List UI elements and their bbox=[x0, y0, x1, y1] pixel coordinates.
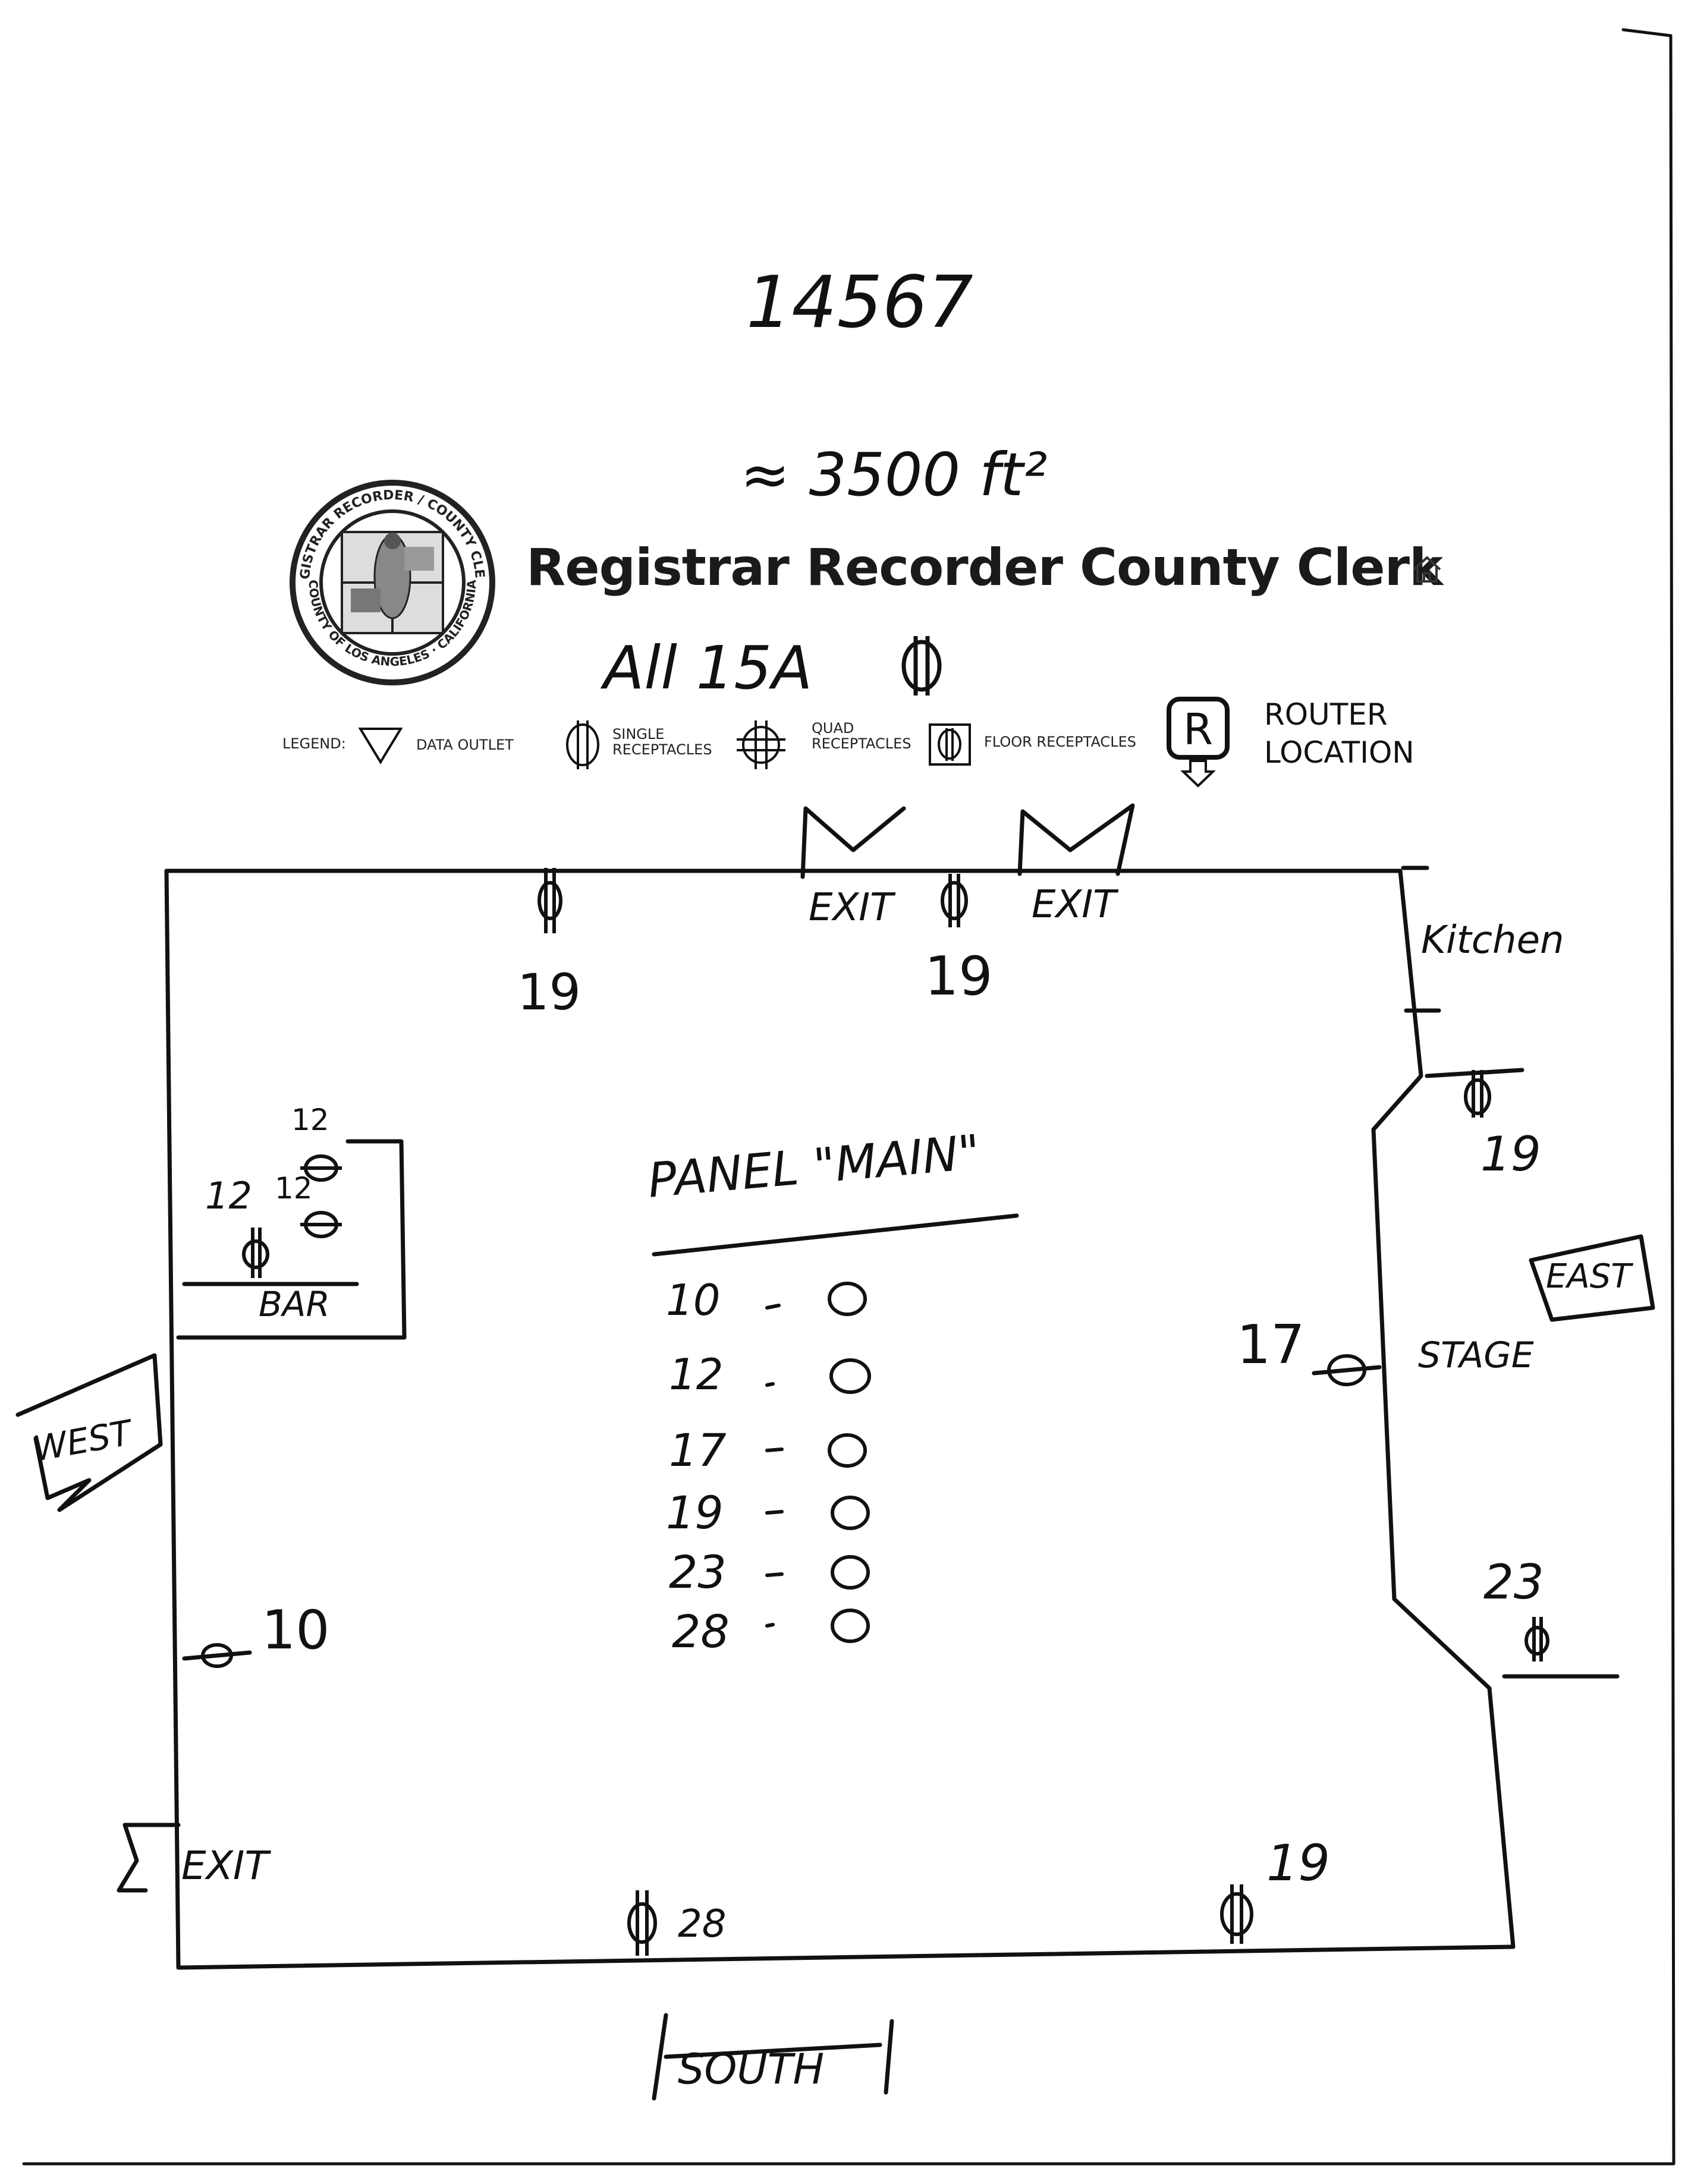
router-symbol: R bbox=[1183, 704, 1213, 754]
bar-label: BAR bbox=[259, 1284, 330, 1324]
legend-label: LEGEND: bbox=[282, 735, 346, 752]
label-east-low: 23 bbox=[1483, 1554, 1544, 1610]
single-receptacle-icon bbox=[901, 636, 942, 696]
legend-data-outlet: DATA OUTLET bbox=[416, 737, 514, 753]
label-top-center: 19 bbox=[925, 945, 993, 1008]
bar-counter bbox=[176, 1139, 407, 1340]
legend-router-line1: ROUTER bbox=[1264, 697, 1388, 732]
label-south-19: 19 bbox=[1266, 1834, 1330, 1892]
label-bar-3: 12 bbox=[275, 1171, 313, 1206]
floor-receptacle-icon bbox=[929, 723, 971, 766]
outlet-west-wall bbox=[201, 1643, 233, 1668]
panel-dashes bbox=[765, 1304, 784, 1628]
exit-top-left: EXIT bbox=[809, 886, 894, 930]
panel-circuit: 17 bbox=[669, 1424, 727, 1477]
agency-seal: REGISTRAR RECORDER / COUNTY CLERK COUNTY… bbox=[285, 476, 495, 685]
outlet-kitchen bbox=[1464, 1070, 1491, 1118]
panel-circles bbox=[828, 1282, 871, 1643]
east-label: EAST bbox=[1546, 1257, 1632, 1296]
label-south-28: 28 bbox=[678, 1902, 727, 1946]
label-stage: 17 bbox=[1237, 1314, 1305, 1376]
data-outlet-icon bbox=[358, 728, 403, 764]
exit-left: EXIT bbox=[181, 1843, 269, 1889]
exit-top-right: EXIT bbox=[1032, 883, 1117, 927]
west-sign bbox=[15, 1353, 163, 1512]
router-icon: R bbox=[1167, 697, 1230, 788]
quad-receptacle-icon bbox=[737, 720, 785, 769]
label-kitchen: 19 bbox=[1480, 1126, 1541, 1182]
panel-circuit: 19 bbox=[666, 1486, 724, 1539]
outlet-south-19 bbox=[1220, 1884, 1253, 1944]
single-receptacle-icon bbox=[566, 720, 599, 769]
outlet-south-28 bbox=[627, 1890, 657, 1956]
outlet-east-low bbox=[1524, 1617, 1549, 1661]
label-west-wall: 10 bbox=[262, 1599, 330, 1661]
panel-circuit: 23 bbox=[669, 1546, 727, 1598]
legend-quad: QUAD RECEPTACLES bbox=[812, 720, 911, 752]
home-icon bbox=[1413, 556, 1441, 583]
room-wall bbox=[164, 868, 1516, 1970]
circuit-note: All 15A bbox=[603, 633, 813, 703]
south-label: SOUTH bbox=[678, 2045, 825, 2094]
label-top-wall: 19 bbox=[517, 963, 581, 1021]
panel-circuit: 28 bbox=[672, 1605, 730, 1658]
label-bar-1: 12 bbox=[291, 1103, 329, 1137]
legend-floor: FLOOR RECEPTACLES bbox=[984, 734, 1136, 750]
doc-number: 14567 bbox=[746, 262, 973, 344]
east-sign bbox=[1529, 1234, 1655, 1322]
south-sign bbox=[652, 2013, 894, 2101]
door-mark-right bbox=[1017, 803, 1135, 876]
panel-circuit: 10 bbox=[666, 1275, 721, 1325]
outlet-stage bbox=[1327, 1354, 1366, 1386]
outlet-bar bbox=[242, 1154, 342, 1278]
kitchen-label: Kitchen bbox=[1421, 918, 1564, 962]
org-title: Registrar Recorder County Clerk bbox=[526, 538, 1443, 597]
legend-router: ROUTER LOCATION bbox=[1264, 696, 1414, 772]
stage-label: STAGE bbox=[1418, 1335, 1534, 1376]
label-bar-2: 12 bbox=[205, 1174, 252, 1217]
outlet-top-wall bbox=[537, 868, 562, 933]
panel-circuit: 12 bbox=[669, 1349, 724, 1399]
legend-single: SINGLE RECEPTACLES bbox=[612, 726, 712, 758]
legend-router-line2: LOCATION bbox=[1264, 735, 1414, 770]
outlet-top-center bbox=[941, 874, 968, 927]
door-mark-left bbox=[800, 806, 906, 879]
area-note: ≈ 3500 ft² bbox=[740, 440, 1048, 509]
